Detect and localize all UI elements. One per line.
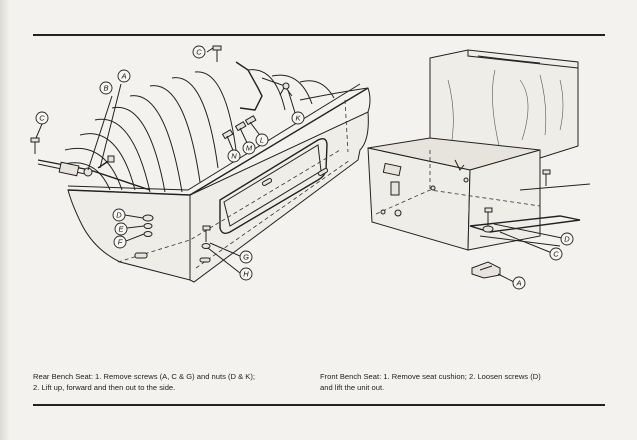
callout-h: H bbox=[239, 267, 253, 281]
hardware-n-m-l bbox=[221, 115, 257, 140]
nut-k bbox=[282, 82, 293, 97]
callout-m: M bbox=[242, 141, 256, 155]
rear-seat-front-panel bbox=[189, 111, 369, 283]
callout-f: F bbox=[113, 235, 127, 249]
callout-e: E bbox=[114, 222, 128, 236]
callout-b: B bbox=[99, 81, 113, 95]
callout-a: A bbox=[117, 69, 131, 83]
screw-c-top bbox=[212, 45, 222, 62]
callout-n: N bbox=[227, 149, 241, 163]
front-bench-seat-caption: Front Bench Seat: 1. Remove seat cushion… bbox=[320, 372, 541, 392]
callout-a-front-label: A bbox=[515, 279, 521, 288]
callout-n-label: N bbox=[231, 152, 237, 161]
callout-c-left: C bbox=[35, 111, 49, 125]
callout-k: K bbox=[291, 111, 305, 125]
screw-d-front bbox=[482, 169, 551, 233]
callout-c-front: C bbox=[549, 247, 563, 261]
rear-bench-seat-caption: Rear Bench Seat: 1. Remove screws (A, C … bbox=[33, 372, 255, 392]
callout-e-label: E bbox=[118, 225, 124, 234]
top-rule bbox=[33, 34, 605, 36]
rear-seat-panel-opening bbox=[219, 137, 328, 235]
callout-a-label: A bbox=[120, 72, 126, 81]
callout-c-front-label: C bbox=[553, 250, 559, 259]
callout-f-label: F bbox=[118, 238, 123, 247]
callout-l: L bbox=[255, 133, 269, 147]
bracket-a-front bbox=[471, 261, 501, 279]
callout-b-label: B bbox=[103, 84, 108, 93]
rear-seat-end-panel bbox=[67, 189, 191, 281]
page-edge bbox=[0, 0, 10, 440]
callout-d-rear: D bbox=[112, 208, 126, 222]
screw-c-left bbox=[30, 137, 40, 154]
callout-l-label: L bbox=[260, 136, 264, 145]
rear-bench-seat-illustration bbox=[30, 45, 371, 283]
callout-k-label: K bbox=[295, 114, 301, 123]
callout-h-label: H bbox=[243, 270, 249, 279]
callout-c-top: C bbox=[192, 45, 206, 59]
callout-c-top-label: C bbox=[196, 48, 202, 57]
front-seat-box-right-face bbox=[467, 149, 541, 251]
rear-seat-springs bbox=[59, 69, 335, 193]
bottom-rule bbox=[33, 404, 605, 406]
callout-a-front: A bbox=[512, 276, 526, 290]
callout-g-label: G bbox=[243, 253, 249, 262]
callout-m-label: M bbox=[246, 144, 253, 153]
callout-d-front: D bbox=[560, 232, 574, 246]
callout-c-left-label: C bbox=[39, 114, 45, 123]
front-bench-seat-illustration bbox=[367, 49, 591, 283]
screw-g-h bbox=[201, 225, 211, 249]
callout-g: G bbox=[239, 250, 253, 264]
callout-d-front-label: D bbox=[564, 235, 570, 244]
hardware-d-e-f bbox=[142, 214, 154, 237]
callout-d-rear-label: D bbox=[116, 211, 122, 220]
